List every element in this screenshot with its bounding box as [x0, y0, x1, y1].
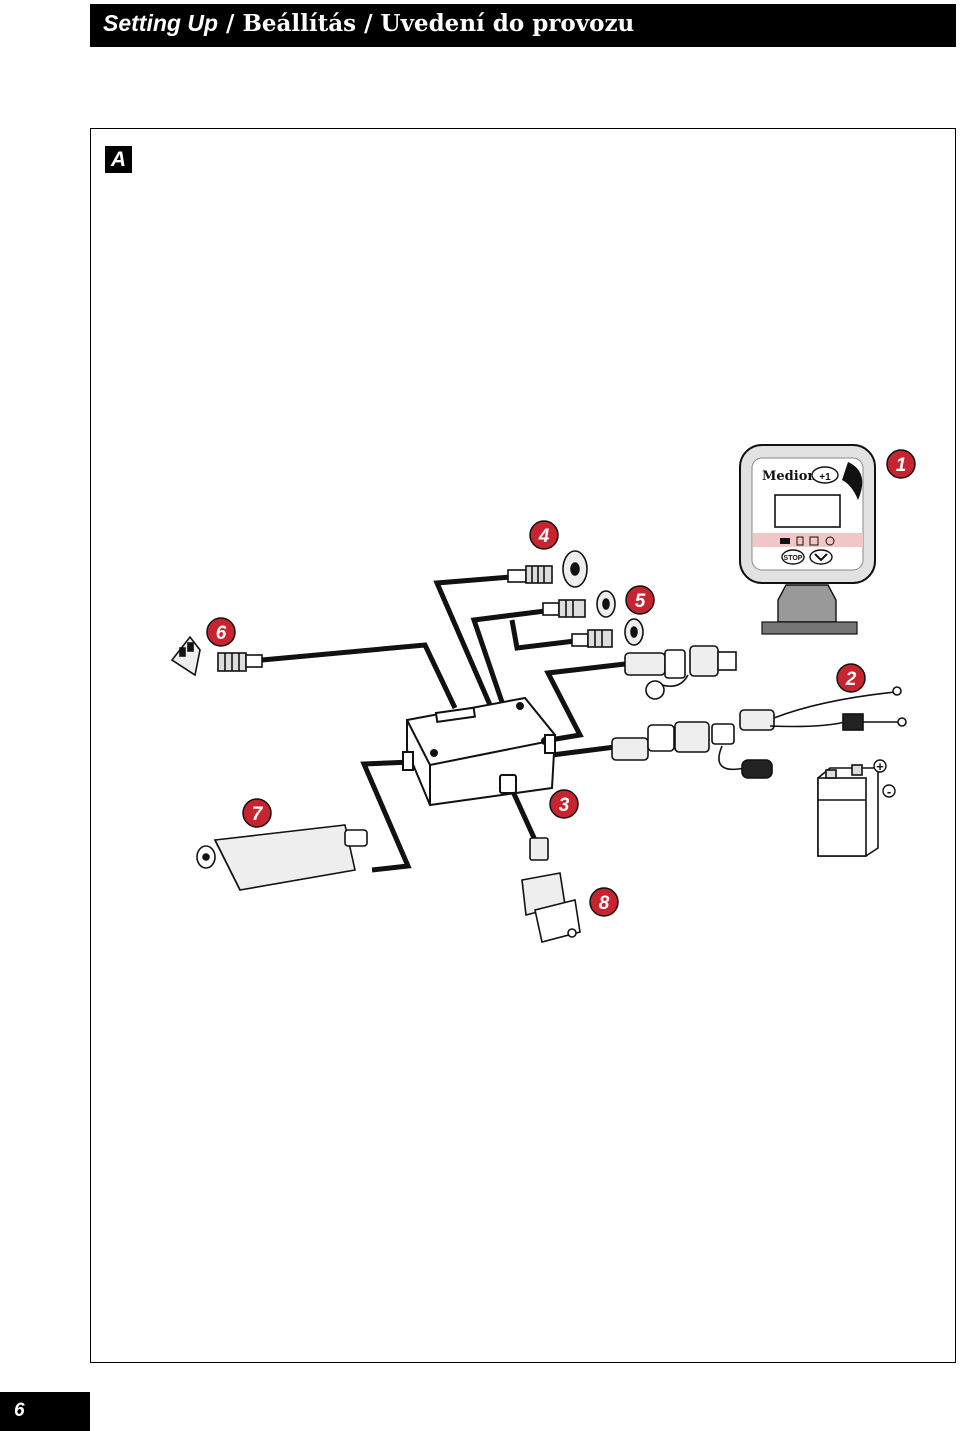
header-bar: Setting Up / Beállítás / Uvedení do prov…: [90, 4, 956, 47]
figure-frame: [90, 128, 956, 1363]
cable-sensor-5b: [509, 619, 576, 651]
minus-terminal-symbol: [882, 784, 896, 798]
callout-7-label: 7: [252, 804, 264, 825]
page-number-box: 6: [0, 1392, 90, 1431]
title-separator: /: [364, 10, 373, 37]
title-english: Setting Up: [103, 10, 218, 36]
cables: [261, 574, 626, 873]
rows-icon: [809, 536, 819, 546]
callout-5-label: 5: [635, 591, 646, 612]
callout-8-label: 8: [599, 893, 610, 914]
battery-plus: +: [876, 759, 884, 774]
figure-label: A: [105, 146, 132, 173]
callout-6-label: 6: [216, 623, 227, 644]
callout-2: 2: [836, 663, 866, 693]
logo-icon: [842, 462, 863, 500]
monitor-1: Medion +1 STOP: [739, 444, 876, 635]
callout-1-label: 1: [896, 455, 907, 476]
monitor-brand: Medion: [762, 469, 817, 484]
cable-plug: [544, 661, 626, 743]
tank-icon: [796, 536, 804, 546]
cable-sensor-5a: [470, 608, 546, 706]
title-czech: Uvedení do provozu: [380, 10, 635, 37]
battery-minus: -: [887, 784, 891, 799]
battery-terminals: + -: [873, 759, 896, 799]
callout-4-label: 4: [538, 526, 550, 547]
tractor-icon: [780, 538, 790, 544]
plus-terminal-symbol: [873, 759, 887, 773]
callout-3-label: 3: [559, 795, 570, 816]
stop-label: STOP: [784, 555, 803, 562]
monitor-mount: [777, 584, 837, 623]
cable-sensor-6: [261, 642, 458, 710]
scroll-key: [809, 549, 833, 565]
plug-connector: [624, 645, 737, 700]
battery: [817, 764, 879, 857]
control-box: [402, 696, 557, 807]
valve-8: [521, 837, 581, 943]
gear-icon: [825, 536, 835, 546]
callout-7: 7: [242, 798, 272, 828]
cable-power: [551, 744, 616, 758]
callout-8: 8: [589, 887, 619, 917]
title-separator: /: [226, 10, 235, 37]
monitor-display: [774, 494, 841, 528]
callout-2-label: 2: [845, 669, 857, 690]
plus-one-label: +1: [819, 472, 831, 483]
monitor-band: [753, 533, 863, 547]
sensor-4: [507, 550, 588, 588]
stop-key: [781, 549, 805, 565]
callout-4: 4: [529, 520, 559, 550]
callout-6: 6: [206, 617, 236, 647]
chevron-down-icon: [814, 553, 828, 562]
sensor-6: [170, 635, 263, 677]
power-connector: [611, 686, 907, 779]
cable-actuator-7: [360, 759, 413, 873]
callout-5: 5: [625, 585, 655, 615]
page-number: 6: [14, 1400, 25, 1421]
plus-one-key: [811, 466, 839, 484]
cable-sensor-4: [433, 574, 511, 706]
callout-3: 3: [549, 789, 579, 819]
page-title: Setting Up / Beállítás / Uvedení do prov…: [103, 10, 634, 37]
callout-1: 1: [886, 449, 916, 479]
sensor-5: [542, 590, 644, 648]
title-hungarian: Beállítás: [242, 10, 357, 37]
mount-base: [761, 621, 858, 635]
actuator-7: [196, 824, 368, 891]
